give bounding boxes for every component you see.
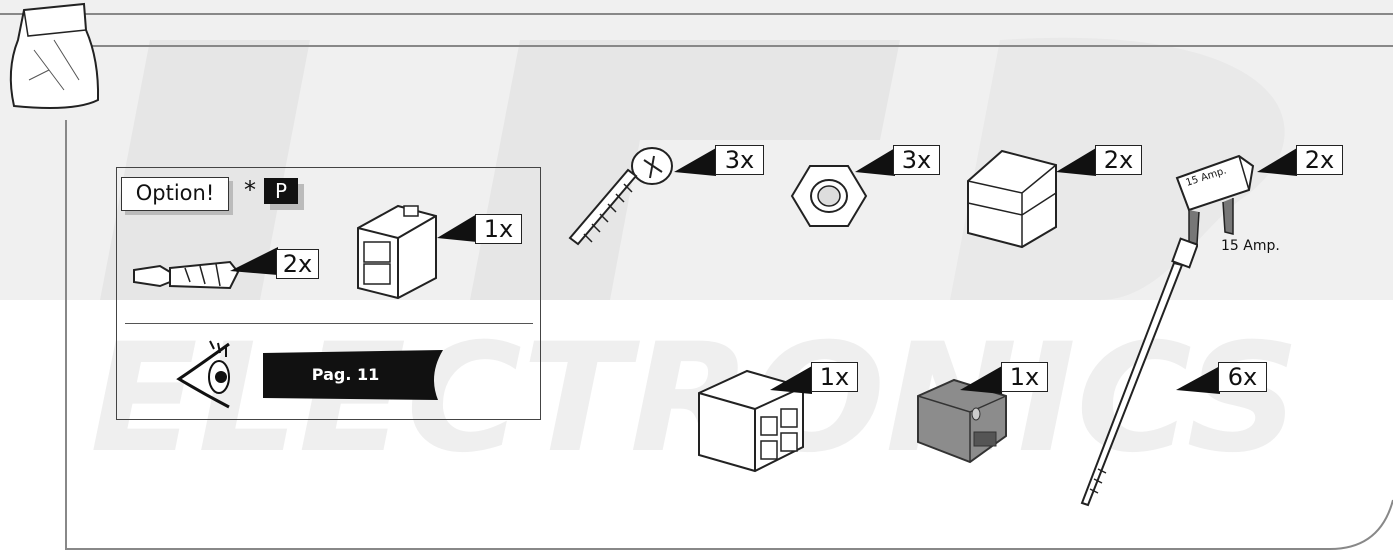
pointer-arrow [1257,148,1297,176]
pointer-arrow [230,247,278,275]
page-reference-label: Pag. 11 [311,365,380,384]
eye-icon [176,340,230,409]
option-divider [125,323,533,324]
fuse-amp-label: 15 Amp. [1221,238,1280,254]
two-way-connector-quantity: 1x [811,362,858,392]
pointer-arrow [437,214,477,242]
p-badge: P [264,178,298,204]
option-label: Option! [121,177,229,211]
fuse-holder-quantity: 2x [1095,145,1142,175]
cable-tie-icon [1080,237,1198,507]
page-reference-banner [263,350,443,400]
two-way-connector-icon [698,369,804,473]
grey-connector-quantity: 1x [1001,362,1048,392]
watermark-text: ELECTRONICS [90,312,1300,486]
option-panel [116,167,541,420]
blade-fuse-icon: 15 Amp. [1175,154,1255,245]
fuse-quantity: 2x [1296,145,1343,175]
screw-icon [568,147,673,246]
spade-terminal-icon [133,260,240,290]
pointer-arrow [1056,148,1096,176]
pointer-arrow [855,148,895,176]
grey-connector-icon [917,378,1007,464]
pointer-arrow [674,148,716,176]
pointer-arrow [770,366,812,394]
housing-quantity: 1x [475,214,522,244]
housing-connector-icon [357,204,437,300]
screw-quantity: 3x [715,145,764,175]
nut-quantity: 3x [893,145,940,175]
asterisk-mark: * [244,176,256,204]
cable-tie-quantity: 6x [1218,362,1267,392]
pointer-arrow [1176,366,1220,394]
fuse-holder-icon [967,149,1057,249]
terminal-quantity: 2x [276,249,319,279]
hex-nut-icon [790,165,868,227]
plastic-bag-icon [9,2,100,109]
pointer-arrow [960,366,1002,394]
